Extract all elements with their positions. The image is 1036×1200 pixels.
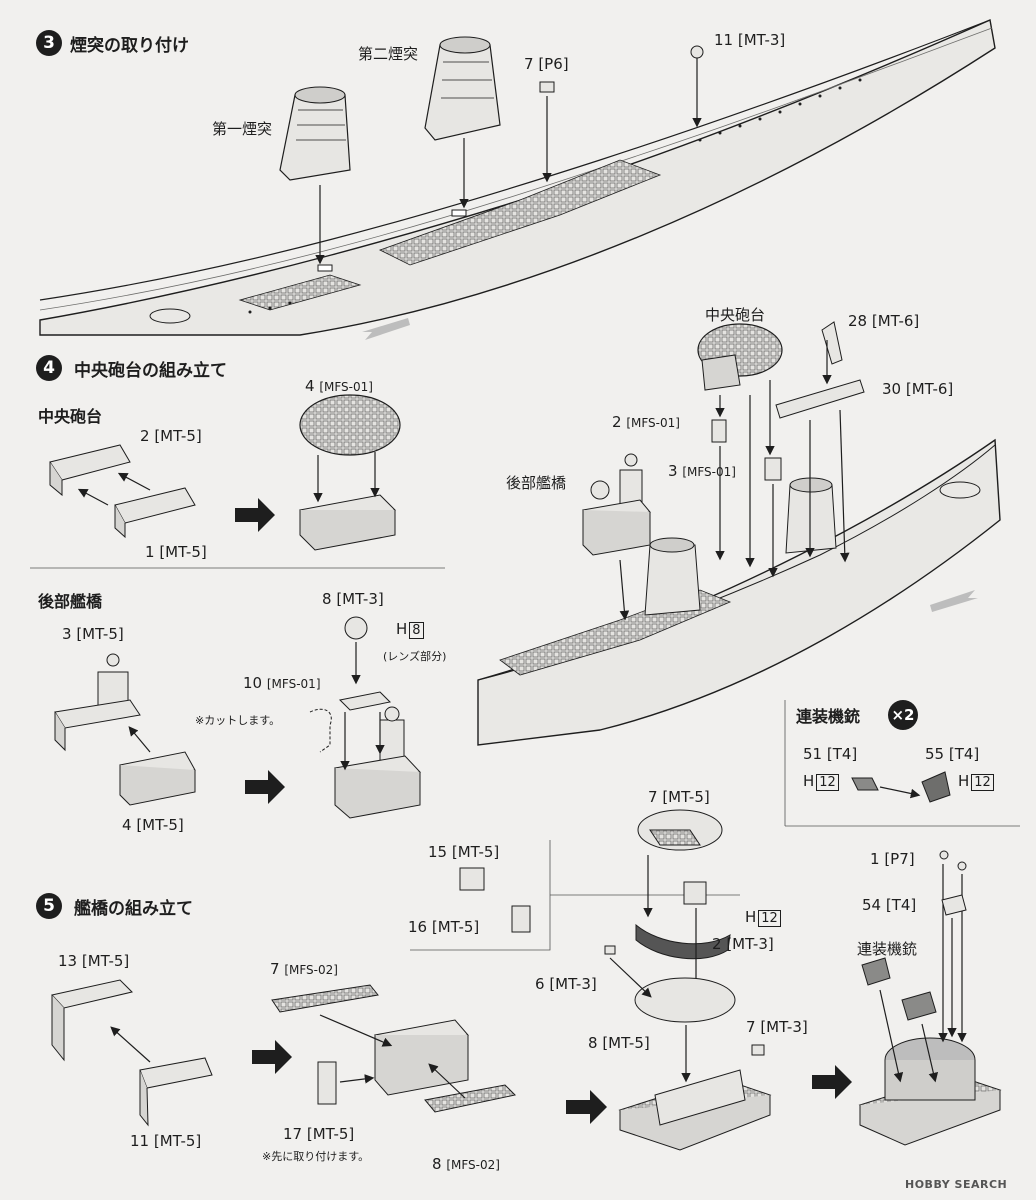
part8-mfs02-label: 8 [MFS-02] bbox=[432, 1155, 500, 1173]
step4-number: 4 bbox=[36, 355, 62, 381]
cut-note: ※カットします。 bbox=[195, 714, 281, 727]
cb-part1-label: 1 [MT-5] bbox=[145, 543, 207, 561]
step4-hull-drawing bbox=[477, 321, 1001, 746]
rb-part8-label: 8 [MT-3] bbox=[322, 590, 384, 608]
cb-part4-label: 4 [MFS-01] bbox=[305, 377, 373, 395]
funnel2-drawing bbox=[424, 36, 501, 209]
part17-note: ※先に取り付けます。 bbox=[262, 1150, 370, 1163]
step5-drawings bbox=[51, 809, 1002, 1151]
part1-p7-label: 1 [P7] bbox=[870, 850, 915, 868]
step5-twin-mg-label: 連装機銃 bbox=[857, 940, 918, 958]
ship-rear-bridge-label: 後部艦橋 bbox=[506, 474, 567, 492]
part54-label: 54 [T4] bbox=[862, 896, 917, 914]
mg-part51-label: 51 [T4] bbox=[803, 745, 858, 763]
part15-label: 15 [MT-5] bbox=[428, 843, 500, 861]
part13-label: 13 [MT-5] bbox=[58, 952, 130, 970]
funnel2-label: 第二煙突 bbox=[358, 45, 419, 63]
cb-part2-label: 2 [MT-5] bbox=[140, 427, 202, 445]
twin-mg-drawing bbox=[851, 771, 951, 803]
step3-small-parts bbox=[539, 45, 704, 183]
rb-part10-label: 10 [MFS-01] bbox=[243, 674, 321, 692]
ship-center-battery-label: 中央砲台 bbox=[705, 306, 766, 324]
hobby-search-watermark: HOBBY SEARCH bbox=[905, 1178, 1008, 1191]
center-battery-parts-drawing bbox=[49, 394, 401, 551]
part7-mt5-label: 7 [MT-5] bbox=[648, 788, 710, 806]
step3-hull-drawing bbox=[39, 18, 996, 340]
lens-note: (レンズ部分) bbox=[383, 650, 447, 663]
ship-part28-label: 28 [MT-6] bbox=[848, 312, 920, 330]
part16-label: 16 [MT-5] bbox=[408, 918, 480, 936]
rear-bridge-parts-drawing bbox=[54, 616, 421, 819]
ship-part30-label: 30 [MT-6] bbox=[882, 380, 954, 398]
part17-label: 17 [MT-5] bbox=[283, 1125, 355, 1143]
part2-mt3-label: 2 [MT-3] bbox=[712, 935, 774, 953]
ship-part2-label: 2 [MFS-01] bbox=[612, 413, 680, 431]
step4-title: 中央砲台の組み立て bbox=[74, 361, 227, 381]
step3-title: 煙突の取り付け bbox=[70, 36, 189, 56]
rb-part3-label: 3 [MT-5] bbox=[62, 625, 124, 643]
funnel1-label: 第一煙突 bbox=[212, 120, 273, 138]
step5-title: 艦橋の組み立て bbox=[74, 899, 193, 919]
part7-mt3-label: 7 [MT-3] bbox=[746, 1018, 808, 1036]
ship-part3-label: 3 [MFS-01] bbox=[668, 462, 736, 480]
twin-mg-heading: 連装機銃 bbox=[796, 707, 861, 726]
step5-number: 5 bbox=[36, 893, 62, 919]
mg-part55-label: 55 [T4] bbox=[925, 745, 980, 763]
center-battery-heading: 中央砲台 bbox=[38, 407, 103, 426]
step3-part11-label: 11 [MT-3] bbox=[714, 31, 786, 49]
part8-mt5-label: 8 [MT-5] bbox=[588, 1034, 650, 1052]
twin-mg-multiplier: ×2 bbox=[888, 700, 918, 730]
step3-part7-label: 7 [P6] bbox=[524, 55, 569, 73]
rear-bridge-heading: 後部艦橋 bbox=[38, 592, 103, 611]
step3-number: 3 bbox=[36, 30, 62, 56]
part6-mt3-label: 6 [MT-3] bbox=[535, 975, 597, 993]
part11-mt5-label: 11 [MT-5] bbox=[130, 1132, 202, 1150]
funnel1-drawing bbox=[279, 86, 351, 265]
rb-part4-label: 4 [MT-5] bbox=[122, 816, 184, 834]
part7-mfs02-label: 7 [MFS-02] bbox=[270, 960, 338, 978]
